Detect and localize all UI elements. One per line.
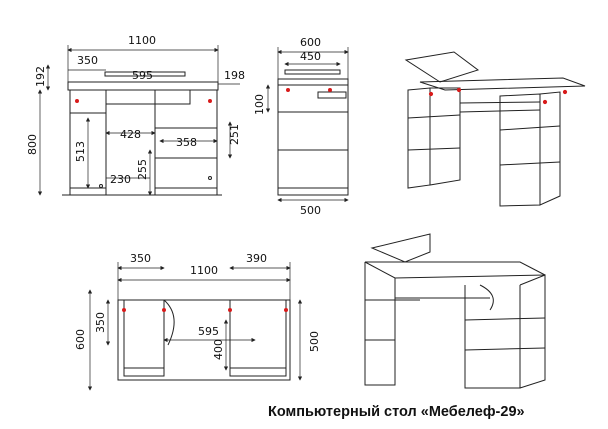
dim-front-right-side: 251 bbox=[228, 124, 241, 145]
dim-top-left-depth: 350 bbox=[94, 312, 107, 333]
iso-desk-top bbox=[419, 77, 586, 91]
top-dimension-labels: 350 1100 390 595 600 350 400 500 bbox=[74, 252, 321, 360]
keyboard-tray bbox=[105, 89, 191, 105]
dim-top-width: 1100 bbox=[190, 264, 218, 277]
side-view bbox=[277, 69, 349, 196]
front-dimension-lines bbox=[37, 45, 240, 196]
dim-front-mid-height: 255 bbox=[136, 159, 149, 180]
drawing-caption: Компьютерный стол «Мебелеф-29» bbox=[268, 404, 525, 420]
dim-front-bottom: 230 bbox=[110, 173, 131, 186]
dim-side-inner: 450 bbox=[300, 50, 321, 63]
dim-front-drawer: 595 bbox=[132, 69, 153, 82]
dim-front-left-inner: 513 bbox=[74, 141, 87, 162]
isometric-view-upper bbox=[404, 51, 586, 207]
side-top bbox=[277, 78, 349, 86]
dim-front-righttop: 198 bbox=[224, 69, 245, 82]
dim-front-right-inner: 358 bbox=[176, 136, 197, 149]
shelf-top bbox=[104, 71, 186, 77]
front-dimension-labels: 1100 350 595 198 428 358 230 192 800 513… bbox=[26, 34, 245, 186]
dim-top-right-depth: 500 bbox=[308, 331, 321, 352]
side-dimension-lines bbox=[265, 47, 349, 203]
dim-side-bottom: 500 bbox=[300, 204, 321, 217]
dim-top-depth: 600 bbox=[74, 329, 87, 350]
dim-front-height: 800 bbox=[26, 134, 39, 155]
dim-front-shelf: 350 bbox=[77, 54, 98, 67]
dim-side-top-height: 100 bbox=[253, 94, 266, 115]
side-dimension-labels: 600 450 100 500 bbox=[253, 36, 321, 217]
side-body bbox=[277, 84, 349, 196]
top-dimension-lines bbox=[87, 262, 303, 391]
dim-top-left-width: 350 bbox=[130, 252, 151, 265]
dim-top-right-width: 390 bbox=[246, 252, 267, 265]
dim-top-mid-span: 595 bbox=[198, 325, 219, 338]
dim-side-depth: 600 bbox=[300, 36, 321, 49]
dim-top-mid-depth: 400 bbox=[212, 339, 225, 360]
dim-front-shelf-height: 192 bbox=[34, 66, 47, 87]
desk-top bbox=[67, 81, 219, 91]
dim-front-width: 1100 bbox=[128, 34, 156, 47]
isometric-view-lower bbox=[364, 233, 546, 389]
dim-front-mid: 428 bbox=[120, 128, 141, 141]
